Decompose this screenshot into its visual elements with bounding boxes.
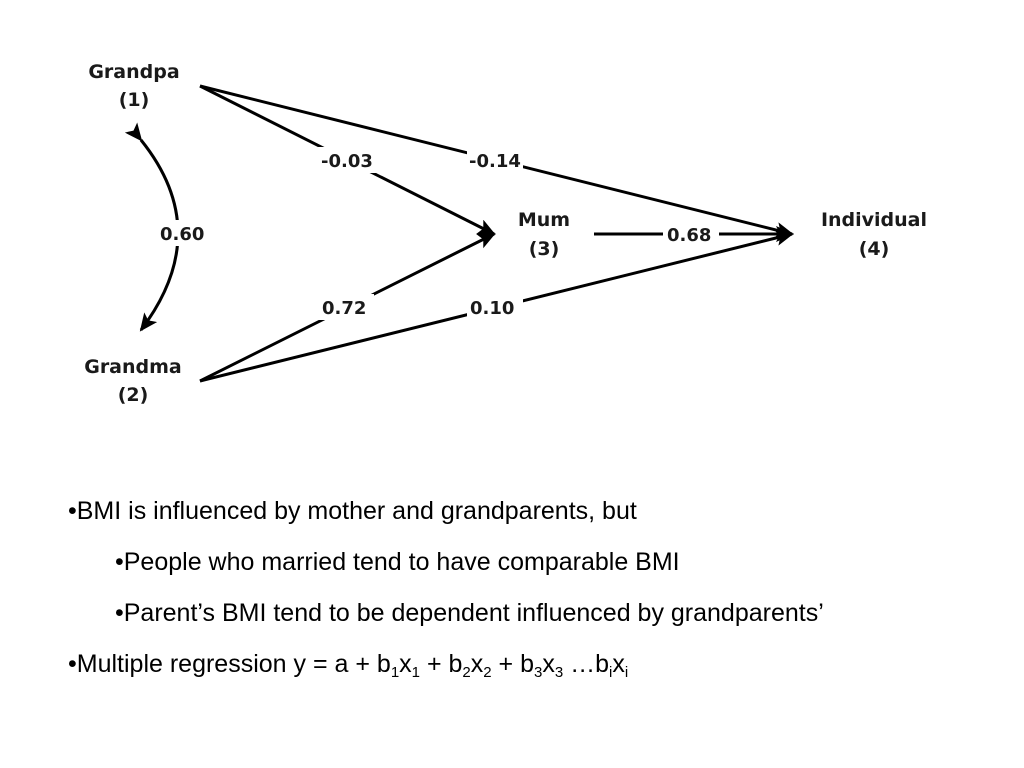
regression-xi: x xyxy=(612,650,625,678)
node-mum-id: (3) xyxy=(529,238,560,260)
bullet-multiple-regression: •Multiple regression y = a + b1x1 + b2x2… xyxy=(68,639,1008,690)
node-grandpa-name: Grandpa xyxy=(88,61,179,83)
node-grandma-id: (2) xyxy=(118,384,149,406)
coef-mum-individual: 0.68 xyxy=(667,225,711,246)
subscript-x3: 3 xyxy=(554,664,564,681)
bullet-married-comparable: •People who married tend to have compara… xyxy=(115,548,680,576)
node-grandma-name: Grandma xyxy=(84,356,182,378)
regression-x3: x xyxy=(542,650,555,678)
subscript-b2: 2 xyxy=(462,664,471,681)
bullet-parent-dependence: •Parent’s BMI tend to be dependent influ… xyxy=(115,599,824,627)
coef-grandpa-grandma: 0.60 xyxy=(160,224,204,245)
node-individual-id: (4) xyxy=(859,238,890,260)
path-diagram: -0.03 -0.14 0.72 0.10 0.68 0.60 Grandpa … xyxy=(84,61,927,406)
regression-x2: x xyxy=(470,650,484,678)
node-mum-name: Mum xyxy=(518,209,570,231)
subscript-x1: 1 xyxy=(411,664,420,681)
coef-grandpa-mum: -0.03 xyxy=(321,151,373,172)
regression-prefix: •Multiple regression y = a + b xyxy=(68,650,391,678)
regression-plus-b3: + b xyxy=(491,650,534,678)
subscript-b3: 3 xyxy=(534,664,543,681)
node-grandpa-id: (1) xyxy=(119,89,150,111)
subscript-bi: i xyxy=(609,664,613,681)
regression-x1: x xyxy=(399,650,412,678)
coef-grandma-mum: 0.72 xyxy=(322,298,366,319)
coef-grandpa-individual: -0.14 xyxy=(469,151,521,172)
regression-plus-b2: + b xyxy=(420,650,463,678)
node-individual-name: Individual xyxy=(821,209,927,231)
subscript-xi: i xyxy=(624,664,629,681)
coef-grandma-individual: 0.10 xyxy=(470,298,514,319)
bullet-list: •BMI is influenced by mother and grandpa… xyxy=(68,486,1008,690)
regression-ellipsis-bi: …b xyxy=(563,650,610,678)
subscript-x2: 2 xyxy=(483,664,492,681)
subscript-b1: 1 xyxy=(390,664,400,681)
bullet-bmi-influence: •BMI is influenced by mother and grandpa… xyxy=(68,497,637,525)
